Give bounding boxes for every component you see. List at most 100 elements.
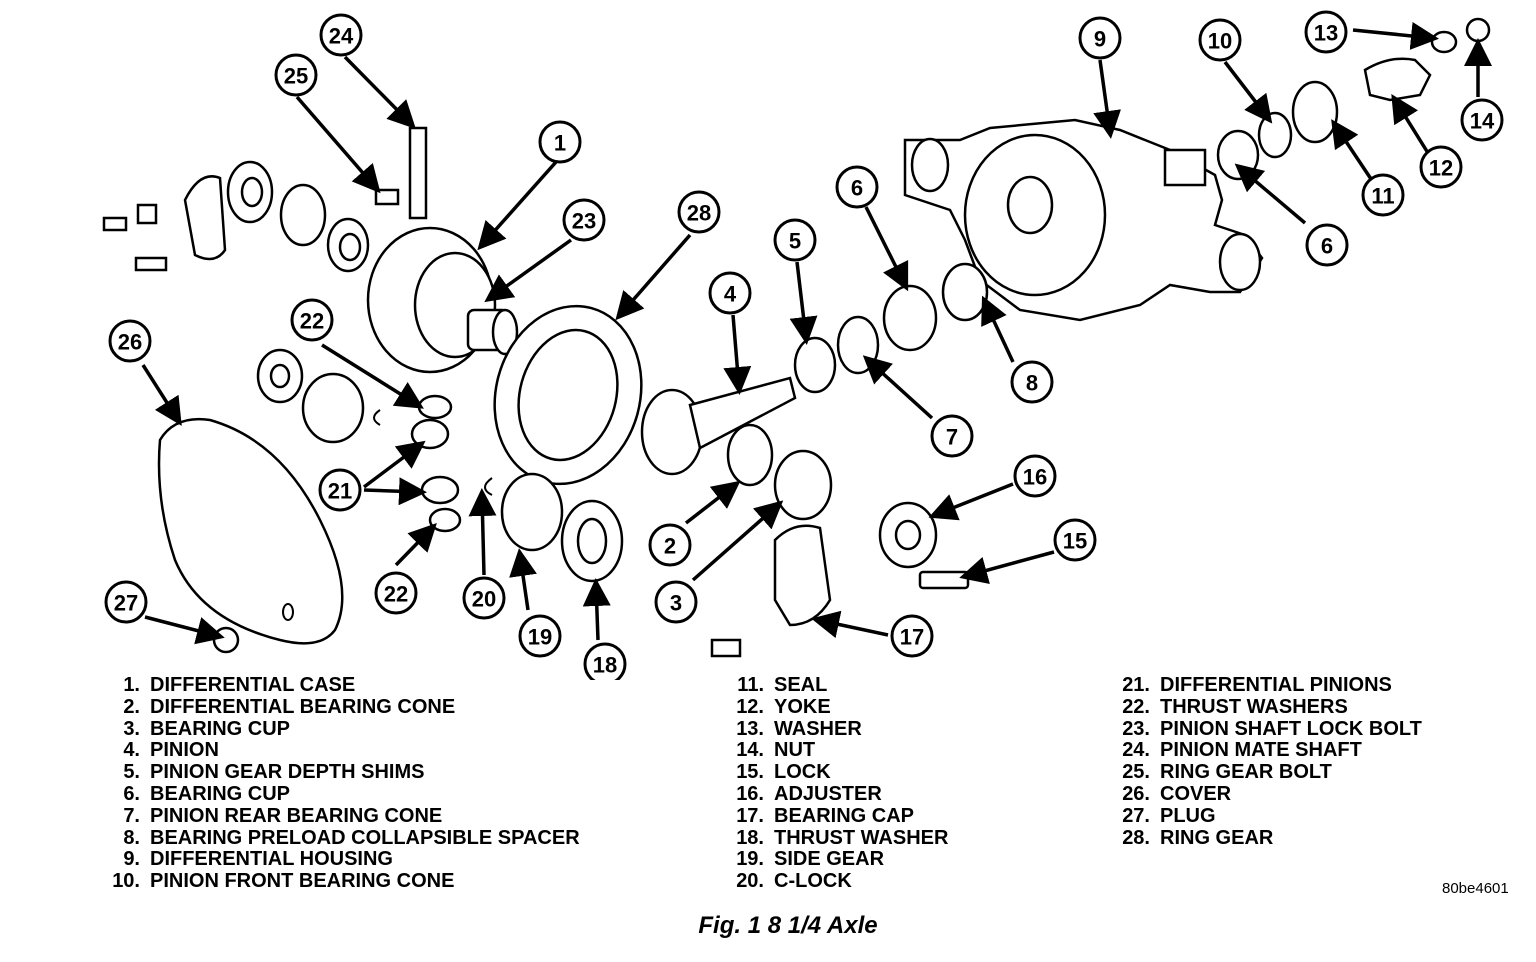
callout-14: 14 — [1460, 98, 1504, 142]
legend-item: 5.PINION GEAR DEPTH SHIMS — [123, 761, 425, 784]
differential-case — [366, 226, 519, 374]
bearing-cap-right — [773, 524, 832, 627]
callout-5: 5 — [773, 218, 817, 262]
legend-item: 26.COVER — [1122, 782, 1232, 805]
svg-text:18: 18 — [593, 653, 617, 678]
svg-text:14: 14 — [1470, 109, 1495, 134]
legend-item: 25.RING GEAR BOLT — [1122, 761, 1332, 784]
callout-24: 24 — [319, 13, 363, 57]
callout-6: 6 — [835, 165, 879, 209]
callout-20: 20 — [462, 576, 506, 620]
svg-text:15: 15 — [1063, 529, 1087, 554]
exploded-axle-diagram: 1 2 3 4 5 6 7 8 9 10 11 12 13 14 15 16 1… — [102, 10, 1504, 680]
legend-item: 24.PINION MATE SHAFT — [1122, 739, 1362, 762]
legend-item: 1.DIFFERENTIAL CASE — [123, 674, 356, 696]
legend-column-1: 1.DIFFERENTIAL CASE 2.DIFFERENTIAL BEARI… — [100, 674, 579, 893]
callout-19: 19 — [518, 614, 562, 658]
svg-text:25: 25 — [284, 64, 308, 89]
svg-text:7: 7 — [946, 425, 958, 450]
callout-15: 15 — [1053, 518, 1097, 562]
svg-text:9: 9 — [1094, 27, 1106, 52]
callout-17: 17 — [890, 614, 934, 658]
callout-8: 8 — [1010, 360, 1054, 404]
legend-item: 7.PINION REAR BEARING CONE — [123, 804, 443, 827]
callout-21: 21 — [318, 468, 362, 512]
svg-text:3: 3 — [670, 591, 682, 616]
legend-item: 13.WASHER — [736, 717, 862, 740]
legend-column-2: 11.SEAL 12.YOKE 13.WASHER 14.NUT 15.LOCK… — [724, 674, 949, 893]
legend-item: 18.THRUST WASHER — [736, 826, 949, 849]
svg-text:20: 20 — [472, 587, 496, 612]
svg-text:27: 27 — [114, 591, 138, 616]
svg-text:22: 22 — [384, 582, 408, 607]
legend-item: 28.RING GEAR — [1122, 826, 1274, 849]
figure-caption: Fig. 1 8 1/4 Axle — [698, 912, 878, 939]
legend-item: 6.BEARING CUP — [123, 782, 291, 805]
callout-25: 25 — [274, 53, 318, 97]
legend-column-3: 21.DIFFERENTIAL PINIONS 22.THRUST WASHER… — [1110, 674, 1422, 849]
legend-item: 14.NUT — [736, 739, 816, 762]
legend-item: 21.DIFFERENTIAL PINIONS — [1122, 674, 1392, 696]
bearing-cap-left — [183, 175, 227, 261]
legend-item: 2.DIFFERENTIAL BEARING CONE — [123, 695, 456, 718]
svg-text:2: 2 — [664, 534, 676, 559]
callout-1: 1 — [538, 120, 582, 164]
pinion-bearings-and-shims — [726, 80, 1339, 521]
svg-text:10: 10 — [1208, 29, 1232, 54]
callout-28: 28 — [677, 190, 721, 234]
ring-gear — [493, 304, 643, 486]
svg-text:21: 21 — [328, 479, 352, 504]
cover — [157, 417, 344, 645]
svg-text:17: 17 — [900, 625, 924, 650]
svg-text:1: 1 — [554, 131, 566, 156]
legend-item: 17.BEARING CAP — [736, 804, 915, 827]
svg-text:11: 11 — [1371, 184, 1394, 209]
callout-23: 23 — [562, 198, 606, 242]
callout-16: 16 — [1013, 454, 1057, 498]
svg-text:28: 28 — [687, 201, 711, 226]
callout-10: 10 — [1198, 18, 1242, 62]
callout-2: 2 — [648, 523, 692, 567]
legend-item: 16.ADJUSTER — [736, 782, 882, 805]
callout-4: 4 — [708, 271, 752, 315]
callout-12: 12 — [1419, 145, 1463, 189]
left-bearing-set — [226, 160, 370, 273]
leader-lines — [141, 21, 1492, 645]
svg-text:19: 19 — [528, 625, 552, 650]
legend-item: 20.C-LOCK — [736, 870, 852, 893]
figure-code: 80be4601 — [1442, 880, 1509, 897]
legend-item: 9.DIFFERENTIAL HOUSING — [123, 848, 393, 871]
svg-text:24: 24 — [329, 24, 354, 49]
callout-13: 13 — [1304, 10, 1348, 54]
callout-7: 7 — [930, 414, 974, 458]
callout-9: 9 — [1078, 16, 1122, 60]
callout-18: 18 — [583, 642, 627, 680]
side-gears-and-washers — [256, 348, 624, 583]
svg-text:6: 6 — [851, 176, 863, 201]
svg-text:26: 26 — [118, 330, 142, 355]
legend-item: 12.YOKE — [736, 695, 831, 718]
legend-item: 19.SIDE GEAR — [736, 848, 885, 871]
svg-text:4: 4 — [724, 282, 737, 307]
callout-6-lower: 6 — [1305, 223, 1349, 267]
legend-item: 10.PINION FRONT BEARING CONE — [112, 870, 455, 893]
callout-3: 3 — [654, 580, 698, 624]
svg-text:5: 5 — [789, 229, 801, 254]
callout-22: 22 — [290, 298, 334, 342]
legend-item: 15.LOCK — [736, 761, 831, 784]
callout-26: 26 — [108, 319, 152, 363]
legend-item: 4.PINION — [123, 739, 219, 762]
svg-text:6: 6 — [1321, 234, 1333, 259]
differential-housing — [903, 118, 1264, 322]
legend-item: 3.BEARING CUP — [123, 717, 291, 740]
svg-text:16: 16 — [1023, 465, 1047, 490]
legend-item: 22.THRUST WASHERS — [1122, 695, 1348, 718]
svg-text:23: 23 — [572, 209, 596, 234]
legend-item: 11.SEAL — [737, 674, 828, 696]
callout-11: 11 — [1361, 173, 1405, 217]
callout-22-lower: 22 — [374, 571, 418, 615]
svg-text:8: 8 — [1026, 371, 1038, 396]
small-hardware-left — [102, 126, 428, 272]
svg-text:13: 13 — [1314, 21, 1338, 46]
legend-item: 23.PINION SHAFT LOCK BOLT — [1122, 717, 1422, 740]
